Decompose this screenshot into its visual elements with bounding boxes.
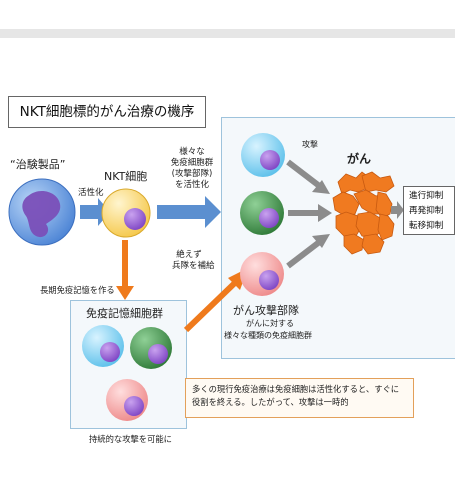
memory-group-label: 免疫記憶細胞群 (86, 307, 163, 320)
immune-group-line4: を活性化 (174, 180, 209, 190)
drug-label: “治験製品” (10, 158, 66, 171)
attack-force-sub2: 様々な種類の免疫細胞群 (224, 331, 312, 340)
attack-cell-green (240, 191, 284, 235)
resupply-arrow (183, 268, 248, 333)
resupply-label: 絶えず 兵隊を補給 (172, 250, 215, 272)
attack-label: 攻撃 (302, 140, 318, 149)
cancer-label: がん (347, 152, 372, 166)
attack-arrows (286, 159, 332, 269)
resupply-line1: 絶えず (176, 250, 202, 260)
note-box: 多くの現行免疫治療は免疫細胞は活性化すると、すぐに 役割を終える。したがって、攻… (185, 378, 414, 418)
note-line2: 役割を終える。したがって、攻撃は一時的 (192, 397, 349, 407)
note-line1: 多くの現行免疫治療は免疫細胞は活性化すると、すぐに (192, 384, 400, 394)
effect-arrow (391, 201, 404, 219)
resupply-line2: 兵隊を補給 (172, 261, 215, 271)
effects-box: 進行抑制 再発抑制 転移抑制 (403, 186, 455, 235)
effect-item: 再発抑制 (409, 206, 444, 216)
effect-item: 転移抑制 (409, 221, 444, 231)
memory-cell-pink (106, 379, 148, 421)
sustained-attack-label: 持続的な攻撃を可能に (89, 434, 172, 444)
attack-cell-cyan (241, 133, 285, 177)
immune-group-line1: 様々な (179, 147, 205, 157)
immune-group-line3: (攻撃部隊) (171, 169, 213, 179)
activation-label: 活性化 (78, 188, 104, 198)
long-term-memory-label: 長期免疫記憶を作る (40, 285, 115, 295)
memory-formation-arrow (116, 240, 134, 300)
top-band (0, 29, 455, 38)
immune-group-line2: 免疫細胞群 (170, 158, 214, 168)
drug-product-icon (8, 178, 76, 246)
cancer-cluster-icon (332, 171, 395, 255)
attack-force-label: がん攻撃部隊 (233, 304, 299, 317)
diagram-title: NKT細胞標的がん治療の機序 (8, 96, 206, 128)
nkt-cell-label: NKT細胞 (104, 170, 148, 183)
effect-item: 進行抑制 (409, 191, 444, 201)
nkt-cell-icon (101, 188, 151, 238)
memory-cell-green (130, 327, 172, 369)
immune-group-label: 様々な 免疫細胞群 (攻撃部隊) を活性化 (163, 147, 221, 191)
attack-force-sub1: がんに対する (246, 319, 294, 328)
activate-immune-arrow (157, 196, 221, 228)
memory-cell-cyan (82, 325, 124, 367)
attack-cell-pink (240, 252, 284, 296)
